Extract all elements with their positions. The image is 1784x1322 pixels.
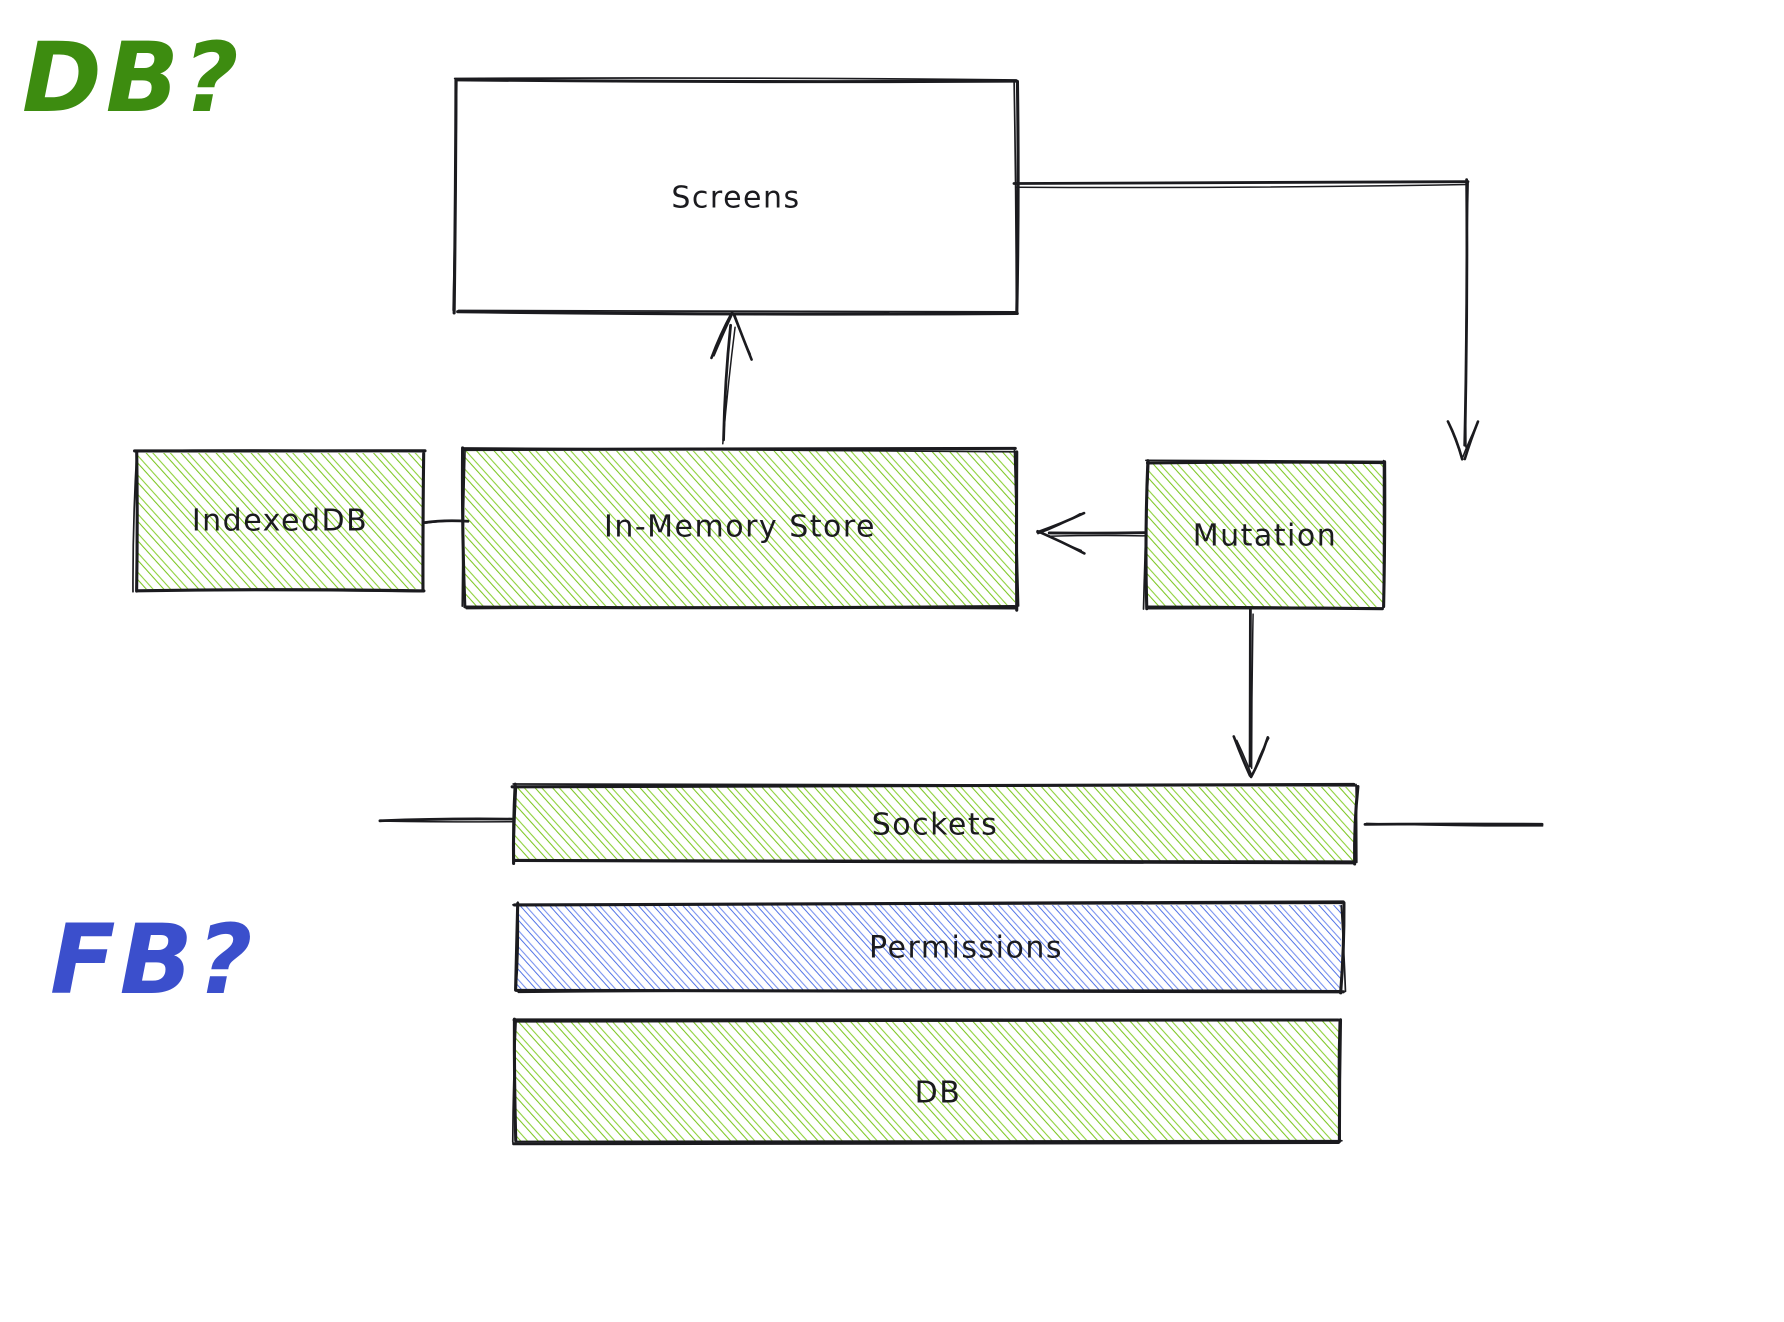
node-db[interactable] [511,1017,1343,1146]
node-indexeddb[interactable] [132,449,427,593]
edge-sockets-left-stub [378,817,515,823]
node-permissions[interactable] [512,900,1347,995]
node-sockets[interactable] [510,782,1360,866]
edge-mutation-to-sockets [1232,606,1270,779]
edge-mutation-to-store [1036,511,1147,555]
annotation-fb-question: FB? [50,904,257,1016]
edge-screens-to-mutation [1012,178,1480,461]
node-in-memory-store[interactable] [460,446,1020,612]
node-mutation[interactable] [1142,459,1387,611]
edge-sockets-right-stub [1363,822,1544,827]
annotation-db-question: DB? [22,22,243,134]
edge-store-to-screens [710,311,753,445]
edge-indexeddb-to-store [421,519,470,525]
node-screens[interactable] [452,77,1020,316]
